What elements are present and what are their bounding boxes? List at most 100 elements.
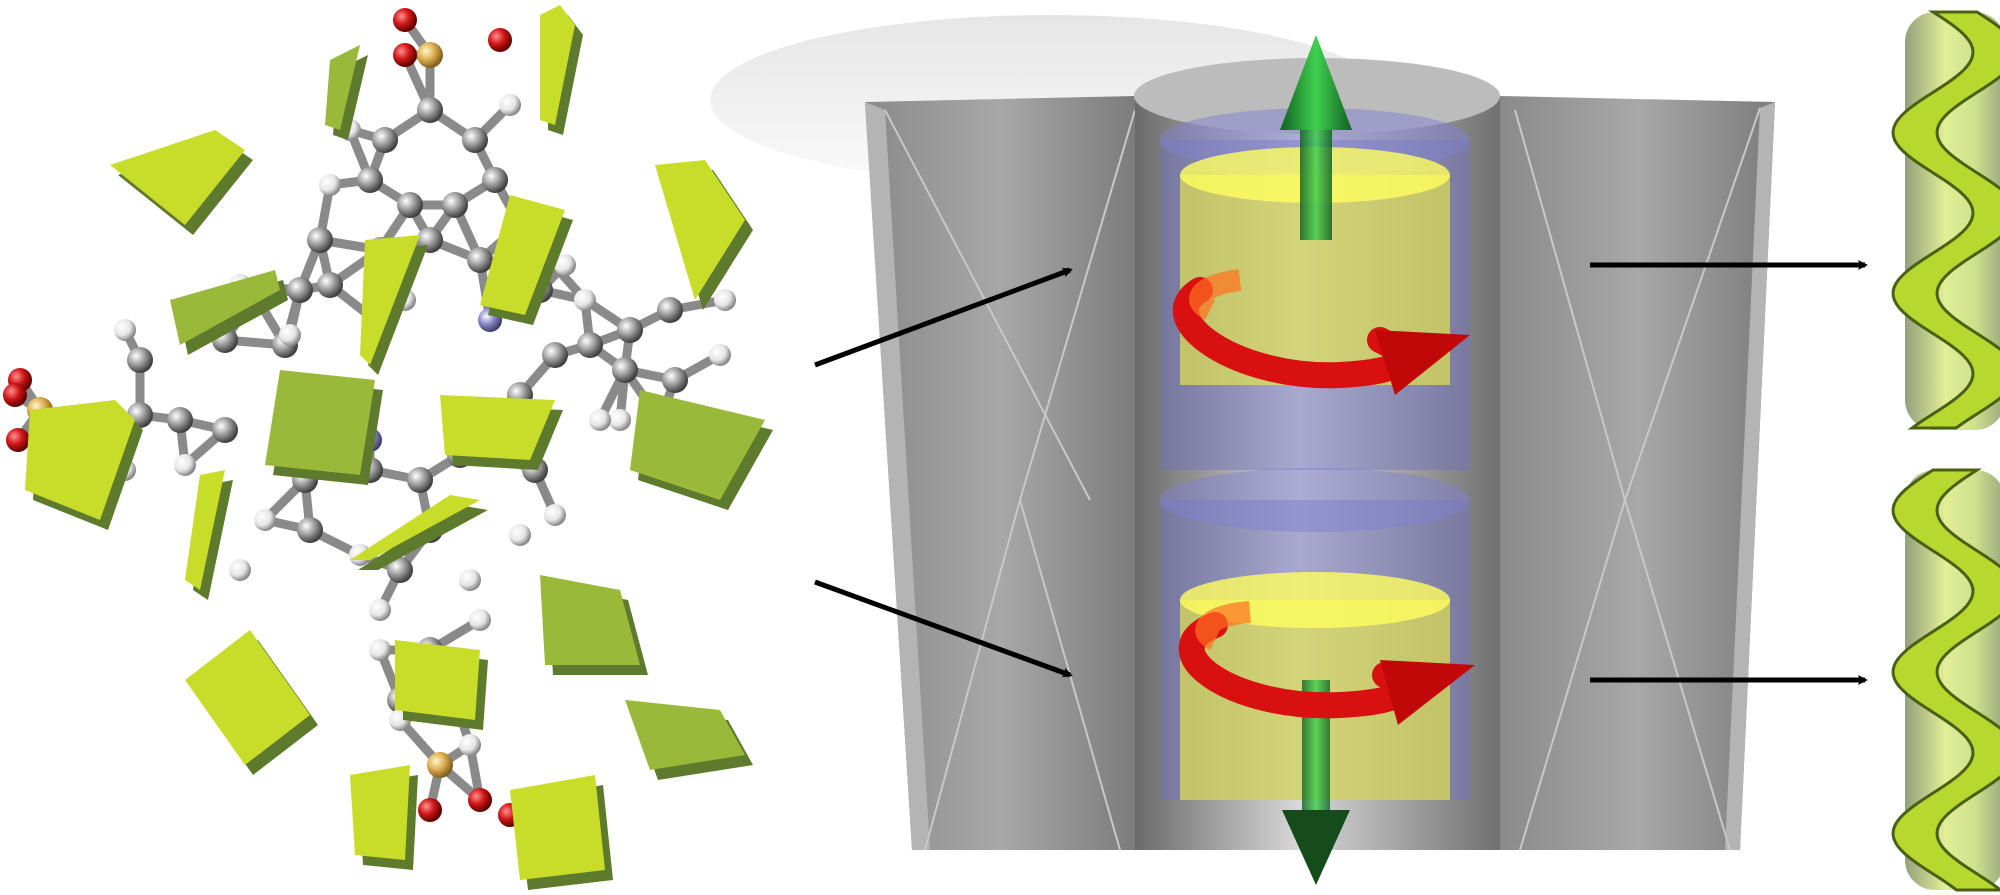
tile-face bbox=[185, 630, 310, 765]
tile-face bbox=[25, 400, 135, 520]
tile-face bbox=[325, 45, 360, 130]
helix-ribbon bbox=[1891, 10, 2000, 430]
lower-blue-cylinder-top bbox=[1160, 468, 1470, 532]
carbon-atom bbox=[612, 357, 638, 383]
carbon-atom bbox=[167, 407, 193, 433]
carbon-atom bbox=[212, 417, 238, 443]
carbon-atom bbox=[467, 247, 493, 273]
carbon-atom bbox=[657, 297, 683, 323]
chiral-tile bbox=[630, 390, 773, 510]
tile-face bbox=[110, 130, 245, 225]
tile-face bbox=[655, 160, 745, 300]
tile-face bbox=[350, 495, 480, 560]
hydrogen-atom bbox=[509, 524, 531, 546]
carbon-atom bbox=[297, 517, 323, 543]
arrow-molecule-to-upper bbox=[814, 267, 1073, 368]
hydrogen-atom bbox=[459, 734, 481, 756]
hydrogen-atom bbox=[229, 559, 251, 581]
hydrogen-atom bbox=[714, 289, 736, 311]
chiral-tile bbox=[185, 630, 318, 775]
carbon-atom bbox=[577, 332, 603, 358]
hydrogen-atom bbox=[319, 174, 341, 196]
tile-face bbox=[510, 775, 605, 880]
tile-side bbox=[358, 505, 488, 570]
container-right-edge bbox=[1725, 102, 1775, 850]
container-left-wall bbox=[865, 96, 1135, 850]
chiral-tiles bbox=[25, 5, 773, 890]
container-right-wall bbox=[1500, 96, 1775, 850]
hydrogen-atom bbox=[369, 639, 391, 661]
hydrogen-atom bbox=[499, 94, 521, 116]
tile-face bbox=[350, 765, 410, 860]
hydrogen-atom bbox=[459, 569, 481, 591]
chiral-tile bbox=[625, 700, 753, 780]
hydrogen-atom bbox=[369, 599, 391, 621]
chiral-tile bbox=[540, 5, 583, 135]
hydrogen-atom bbox=[544, 504, 566, 526]
tile-face bbox=[265, 370, 375, 475]
carbon-atom bbox=[462, 127, 488, 153]
carbon-atom bbox=[307, 227, 333, 253]
carbon-atom bbox=[662, 367, 688, 393]
lower-helix bbox=[1891, 468, 2000, 892]
chiral-tile bbox=[350, 495, 488, 570]
lower-rotation-arrow bbox=[1178, 601, 1475, 725]
hydrogen-atom bbox=[254, 509, 276, 531]
carbon-atom bbox=[407, 467, 433, 493]
carbon-atom bbox=[617, 317, 643, 343]
tile-face bbox=[625, 700, 745, 770]
chiral-tile bbox=[110, 130, 253, 235]
chiral-tile bbox=[480, 195, 573, 325]
chiral-tile bbox=[265, 370, 383, 485]
sulfur-atom bbox=[427, 752, 453, 778]
tile-face bbox=[540, 575, 640, 665]
tile-face bbox=[360, 235, 420, 365]
sulfur-atom bbox=[417, 42, 443, 68]
oxygen-atom bbox=[418, 798, 442, 822]
chiral-tile bbox=[360, 235, 428, 375]
hydrogen-atom bbox=[574, 289, 596, 311]
chiral-tile bbox=[395, 640, 488, 730]
carbon-atom bbox=[387, 557, 413, 583]
chiral-tile bbox=[540, 575, 648, 675]
hydrogen-atom bbox=[609, 409, 631, 431]
hydrogen-atom bbox=[589, 409, 611, 431]
helix-ribbon bbox=[1891, 468, 2000, 892]
carbon-atom bbox=[357, 167, 383, 193]
tile-face bbox=[480, 195, 565, 315]
upper-rotation-arrow bbox=[1172, 269, 1470, 395]
hydrogen-atom bbox=[174, 454, 196, 476]
carbon-atom bbox=[542, 342, 568, 368]
tile-face bbox=[395, 640, 480, 720]
oxygen-atom bbox=[6, 428, 30, 452]
chiral-tile bbox=[185, 470, 233, 600]
oxygen-atom bbox=[3, 383, 27, 407]
chiral-tile bbox=[25, 400, 143, 530]
carbon-atom bbox=[397, 192, 423, 218]
up-axis-arrow bbox=[1280, 35, 1352, 240]
tile-face bbox=[630, 390, 765, 500]
container-left-edge bbox=[865, 102, 930, 850]
chiral-tile bbox=[510, 775, 613, 890]
tile-face bbox=[540, 5, 575, 125]
carbon-atom bbox=[287, 277, 313, 303]
arrow-molecule-to-lower bbox=[814, 579, 1073, 678]
carbon-atom bbox=[442, 192, 468, 218]
oxygen-atom bbox=[488, 28, 512, 52]
hydrogen-atom bbox=[279, 324, 301, 346]
chiral-tile bbox=[440, 395, 563, 470]
chiral-tile bbox=[655, 160, 753, 310]
carbon-atom bbox=[417, 97, 443, 123]
tile-face bbox=[170, 270, 280, 345]
hydrogen-atom bbox=[554, 254, 576, 276]
oxygen-atom bbox=[393, 43, 417, 67]
tile-face bbox=[440, 395, 555, 460]
oxygen-atom bbox=[468, 788, 492, 812]
carbon-atom bbox=[317, 272, 343, 298]
carbon-atom bbox=[127, 347, 153, 373]
hydrogen-atom bbox=[469, 609, 491, 631]
tile-face bbox=[185, 470, 225, 590]
oxygen-atom bbox=[393, 8, 417, 32]
hydrogen-atom bbox=[709, 344, 731, 366]
